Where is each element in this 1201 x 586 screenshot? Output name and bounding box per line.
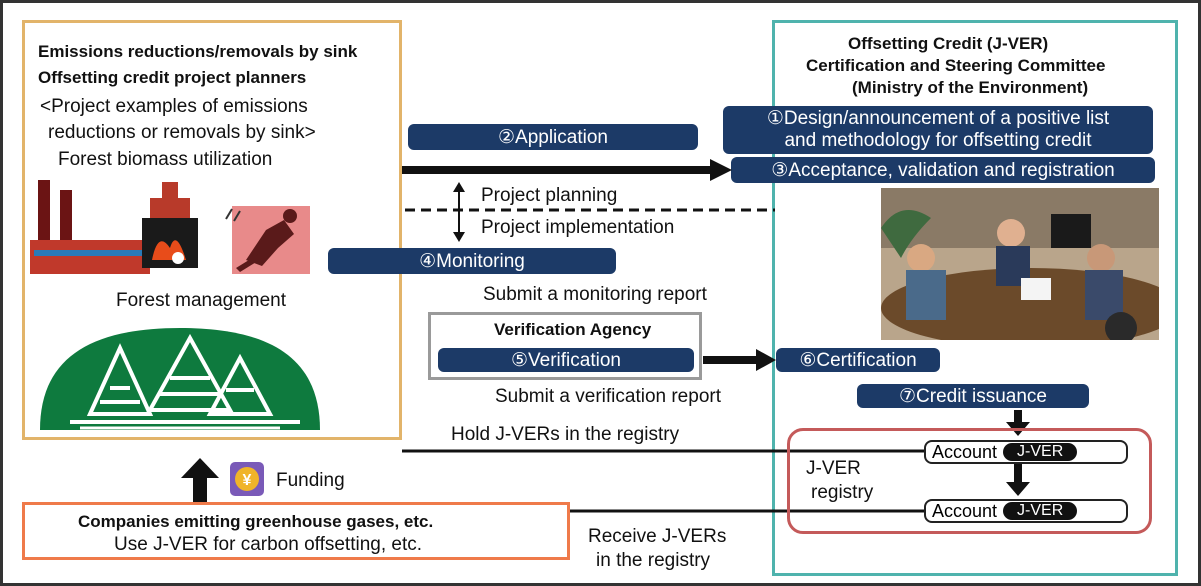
biomass-label: Forest biomass utilization xyxy=(58,149,273,170)
account-label: Account xyxy=(932,441,998,462)
step1-line2: and methodology for offsetting credit xyxy=(784,130,1092,151)
submit-verification-label: Submit a verification report xyxy=(495,386,721,407)
yen-money-icon: ¥ xyxy=(230,462,264,496)
step4-monitoring: ④Monitoring xyxy=(328,248,616,274)
step1-line1: ①Design/announcement of a positive list xyxy=(766,108,1110,129)
committee-title-1: Offsetting Credit (J-VER) xyxy=(848,34,1049,53)
companies-subtitle: Use J-VER for carbon offsetting, etc. xyxy=(114,534,423,555)
committee-box xyxy=(772,20,1178,576)
step6-certification: ⑥Certification xyxy=(776,348,940,372)
svg-text:¥: ¥ xyxy=(243,472,252,489)
committee-title-3: (Ministry of the Environment) xyxy=(852,78,1089,97)
jver-tag: J-VER xyxy=(1003,443,1078,461)
planners-box xyxy=(22,20,402,440)
submit-monitoring-label: Submit a monitoring report xyxy=(483,284,707,305)
project-examples-1: <Project examples of emissions xyxy=(40,96,308,117)
planners-title-2: Offsetting credit project planners xyxy=(38,68,307,87)
account-label: Account xyxy=(932,500,998,521)
project-implementation-label: Project implementation xyxy=(481,217,675,238)
registry-account-1: Account J-VER xyxy=(924,440,1128,464)
forest-icon xyxy=(40,328,320,430)
funding-label: Funding xyxy=(276,470,345,491)
step1-design-announcement: ①Design/announcement of a positive list … xyxy=(723,106,1153,154)
forest-management-label: Forest management xyxy=(116,290,287,311)
verification-agency-title: Verification Agency xyxy=(494,320,652,339)
registry-label-2: registry xyxy=(811,482,874,503)
step3-acceptance: ③Acceptance, validation and registration xyxy=(731,157,1155,183)
jver-registry-box xyxy=(787,428,1152,534)
companies-title: Companies emitting greenhouse gases, etc… xyxy=(78,512,434,531)
jver-tag: J-VER xyxy=(1003,502,1078,520)
hold-jvers-label: Hold J-VERs in the registry xyxy=(451,424,680,445)
receive-label-2: in the registry xyxy=(596,550,711,571)
step5-verification: ⑤Verification xyxy=(438,348,694,372)
registry-label-1: J-VER xyxy=(806,458,861,479)
factory-icon xyxy=(30,180,198,274)
saw-sparks-icon xyxy=(225,208,241,222)
step2-application: ②Application xyxy=(408,124,698,150)
verification-agency-box xyxy=(428,312,702,380)
committee-title-2: Certification and Steering Committee xyxy=(806,56,1106,75)
project-examples-2: reductions or removals by sink> xyxy=(48,122,316,143)
meeting-photo xyxy=(881,188,1159,340)
worker-icon xyxy=(232,206,310,274)
companies-box xyxy=(22,502,570,560)
registry-account-2: Account J-VER xyxy=(924,499,1128,523)
receive-label-1: Receive J-VERs xyxy=(588,526,727,547)
planners-title-1: Emissions reductions/removals by sink xyxy=(38,42,358,61)
project-planning-label: Project planning xyxy=(481,185,618,206)
step7-credit-issuance: ⑦Credit issuance xyxy=(857,384,1089,408)
